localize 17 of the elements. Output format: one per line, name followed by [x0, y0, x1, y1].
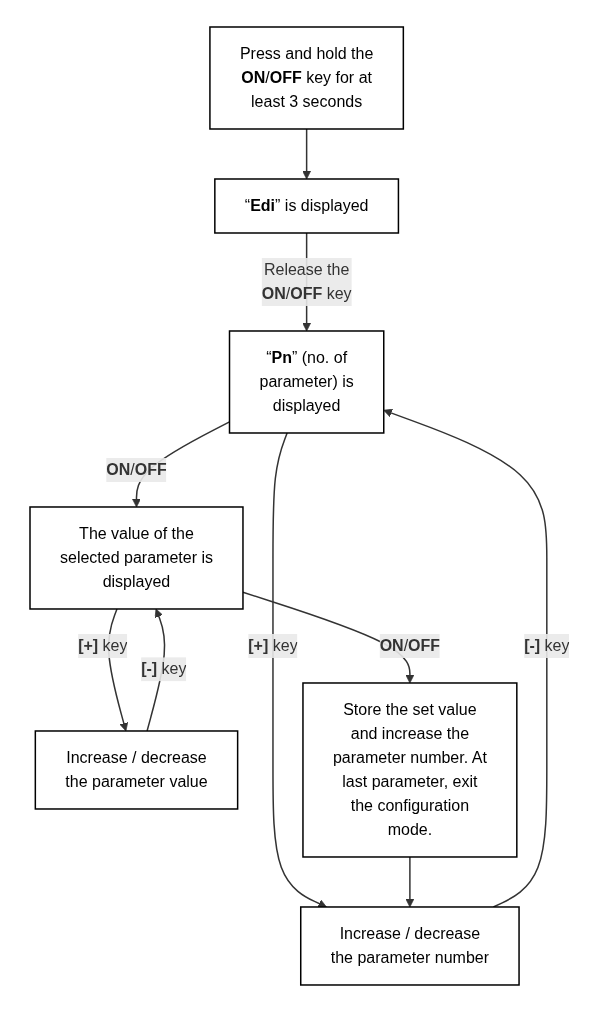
- edge-label: [-] key: [141, 660, 187, 678]
- node-box: “Edi” is displayed: [214, 178, 400, 234]
- node-box: Store the set value and increase the parameter number. At last parameter, exit the configuration mode.: [302, 682, 518, 858]
- edge-label: [+] key: [248, 636, 298, 654]
- node-box: The value of the selected parameter is displayed: [29, 506, 244, 610]
- node-box: “Pn” (no. of parameter) is displayed: [229, 330, 385, 434]
- arrow: [272, 432, 328, 908]
- node-box: Press and hold the ON/OFF key for at least 3 seconds: [209, 26, 405, 130]
- arrow: [302, 128, 312, 180]
- node-box: Increase / decrease the parameter number: [300, 906, 521, 986]
- node-box: Increase / decrease the parameter value: [34, 730, 239, 810]
- edge-label: [+] key: [78, 636, 128, 654]
- edge-label: [-] key: [524, 636, 570, 654]
- edge-label: Release the ON/OFF key: [261, 261, 352, 302]
- arrow: [405, 856, 415, 908]
- edge-label: ON/OFF: [106, 460, 167, 478]
- edge-label: ON/OFF: [379, 636, 441, 654]
